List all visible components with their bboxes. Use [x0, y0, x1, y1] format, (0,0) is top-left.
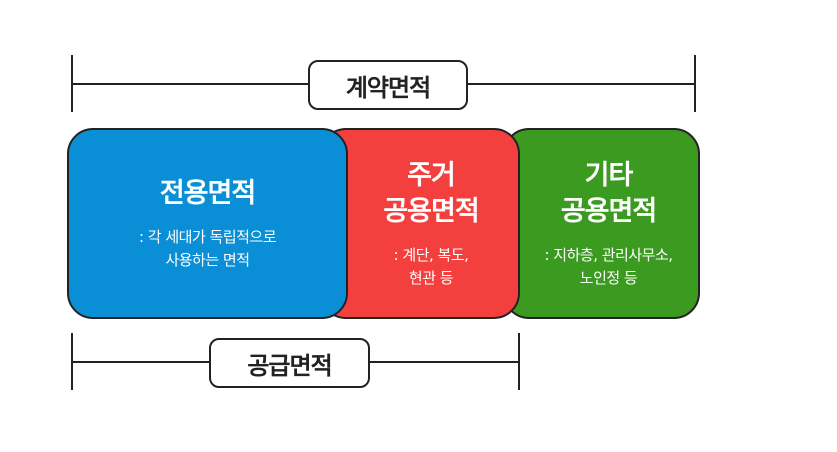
other-common-area-desc-1: : 지하층, 관리사무소,: [544, 245, 673, 264]
contract-area-label: 계약면적: [308, 60, 468, 110]
residential-common-area-desc-1: : 계단, 복도,: [393, 245, 469, 264]
other-common-area-desc-2: 노인정 등: [579, 268, 638, 287]
supply-area-label: 공급면적: [209, 338, 370, 388]
exclusive-area-title: 전용면적: [159, 177, 256, 209]
residential-common-area-title-1: 주거: [407, 159, 456, 191]
other-common-area-title-1: 기타: [584, 159, 634, 191]
exclusive-area-desc-1: : 각 세대가 독립적으로: [138, 227, 277, 246]
other-common-area-title-2: 공용면적: [560, 195, 657, 227]
residential-common-area-desc-2: 현관 등: [408, 268, 454, 287]
exclusive-area-desc-2: 사용하는 면적: [165, 250, 250, 269]
residential-common-area-title-2: 공용면적: [383, 195, 479, 227]
bracket-right-tick: [518, 333, 520, 390]
bracket-right-tick: [694, 55, 696, 112]
